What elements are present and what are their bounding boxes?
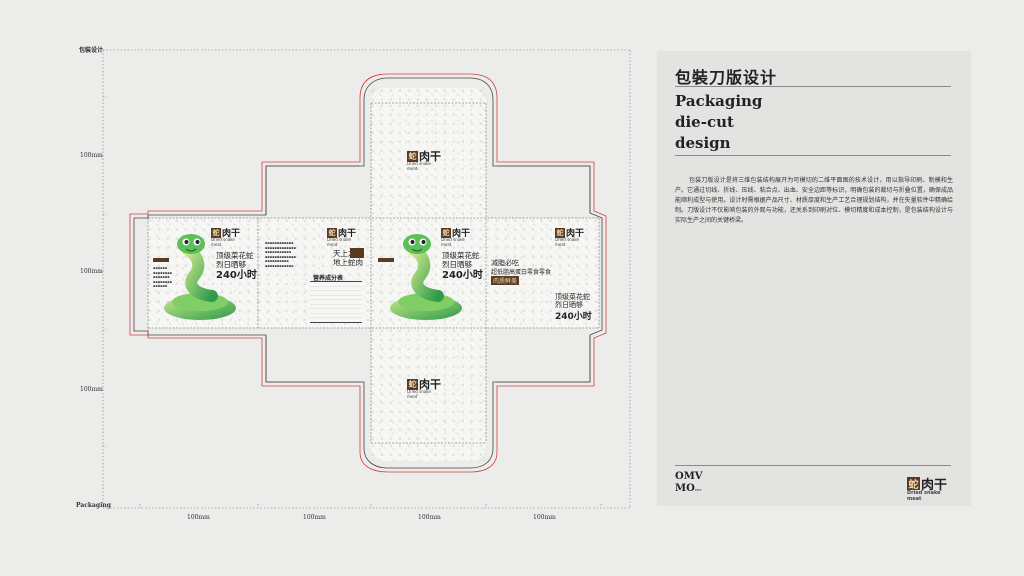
product-info: ▪▪▪▪▪▪▪▪▪▪▪▪▪▪▪▪▪▪▪▪▪▪▪▪▪▪▪▪▪▪▪▪▪▪▪▪▪▪▪▪…: [265, 241, 296, 268]
ingredient-text: ▪▪▪▪▪▪▪▪▪▪▪▪▪▪▪▪▪▪▪▪▪▪▪▪▪▪▪▪▪▪▪▪▪▪▪: [153, 266, 172, 288]
dim-label-bottom: Packaging: [76, 502, 111, 509]
card-omv: OMV MOver: [675, 471, 703, 496]
brand-logo-bottom: 蛇 肉干 Dried snake meat: [407, 376, 441, 399]
dim-label-top: 包裝设计: [79, 47, 104, 54]
right-line-1: 减脂必吃: [491, 259, 519, 267]
panel-top: [371, 103, 486, 218]
snake-mascot: [164, 234, 236, 320]
hours-label: 240小时: [216, 270, 257, 281]
right-slogan-2: 烈日晒够: [555, 301, 583, 309]
tag-bar: [153, 258, 169, 262]
tag-bar: [378, 258, 394, 262]
slogan-line-2: 烈日晒够: [216, 260, 246, 269]
right-tag: 肉质鲜美: [491, 276, 520, 285]
dim-bottom-1: 100mm: [187, 514, 210, 521]
panel-top-flap: [371, 88, 486, 103]
brand-name: 肉干: [419, 150, 441, 163]
card-logo-char: 蛇: [907, 477, 920, 491]
card-logo-en: Dried snake meat: [907, 490, 941, 502]
omv-sup: ver: [694, 487, 702, 492]
dim-bottom-3: 100mm: [418, 514, 441, 521]
omv-line-2: MOver: [675, 483, 703, 496]
nutrition-table: [310, 281, 362, 323]
right-hours: 240小时: [555, 312, 592, 322]
panel-bottom-flap: [371, 443, 486, 461]
info-card: 包裝刀版设计 Packaging die-cut design 包装刀版设计是将…: [657, 51, 971, 506]
card-rule-bottom: [675, 465, 951, 466]
card-paragraph: 包装刀版设计是将三维包装结构展开为可模切的二维平面图的技术设计，用以指导印刷、制…: [675, 177, 953, 224]
right-line-2: 超低脂高蛋白零食零食: [491, 269, 552, 276]
card-rule-mid: [675, 155, 951, 156]
brand-en: Dried snake meat: [441, 237, 465, 247]
brand-name: 肉干: [338, 229, 357, 239]
brand-name: 肉干: [452, 229, 471, 239]
slogan-line-1: 顶级菜花蛇: [216, 251, 254, 260]
omv-mo: MO: [675, 483, 695, 494]
dim-left-3: 100mm: [80, 386, 103, 393]
brand-name: 肉干: [566, 229, 585, 239]
panel-bottom: [371, 328, 486, 443]
brand-char: 蛇: [407, 378, 418, 390]
brand-en: Dried snake meat: [211, 237, 235, 247]
brand-char: 蛇: [555, 227, 565, 238]
card-logo: 蛇 肉干 Dried snake meat: [907, 474, 948, 502]
mid-line-1: 天上龙肉: [333, 249, 363, 258]
panel-side-right: [486, 218, 599, 328]
slogan-line-1: 顶级菜花蛇: [442, 251, 480, 260]
brand-name: 肉干: [419, 378, 441, 391]
brand-en: Dried snake meat: [407, 389, 431, 399]
brand-char: 蛇: [441, 227, 451, 238]
mid-line-2: 地上蛇肉: [333, 258, 363, 267]
right-slogan-1: 顶级菜花蛇: [555, 293, 590, 301]
panel-side-left: [148, 218, 258, 328]
dim-left-1: 100mm: [80, 152, 103, 159]
dim-bottom-4: 100mm: [533, 514, 556, 521]
nutrition-title: 营养成分表: [313, 275, 344, 282]
mid-tag-bar: [350, 248, 364, 258]
brand-logo-back: 蛇 肉干 Dried snake meat: [327, 226, 357, 247]
slogan-line-2: 烈日晒够: [442, 260, 472, 269]
omv-line-1: OMV: [675, 471, 703, 482]
snake-mascot: [390, 234, 462, 320]
hours-label: 240小时: [442, 270, 483, 281]
dim-bottom-2: 100mm: [303, 514, 326, 521]
brand-en: Dried snake meat: [555, 237, 579, 247]
brand-char: 蛇: [327, 227, 337, 238]
brand-en: Dried snake meat: [327, 237, 351, 247]
brand-en: Dried snake meat: [407, 161, 431, 171]
card-title-cn: 包裝刀版设计: [675, 68, 778, 87]
card-title-en: Packaging die-cut design: [675, 92, 763, 152]
card-logo-name: 肉干: [921, 478, 948, 493]
brand-logo-side-right: 蛇 肉干 Dried snake meat: [555, 226, 585, 247]
dim-left-2: 100mm: [80, 268, 103, 275]
card-rule-top: [675, 86, 951, 87]
brand-char: 蛇: [211, 227, 221, 238]
brand-char: 蛇: [407, 150, 418, 162]
brand-logo-front: 蛇 肉干 Dried snake meat: [441, 226, 471, 247]
brand-logo-side-left: 蛇 肉干 Dried snake meat: [211, 226, 241, 247]
brand-logo-top: 蛇 肉干 Dried snake meat: [407, 148, 441, 171]
brand-name: 肉干: [222, 229, 241, 239]
